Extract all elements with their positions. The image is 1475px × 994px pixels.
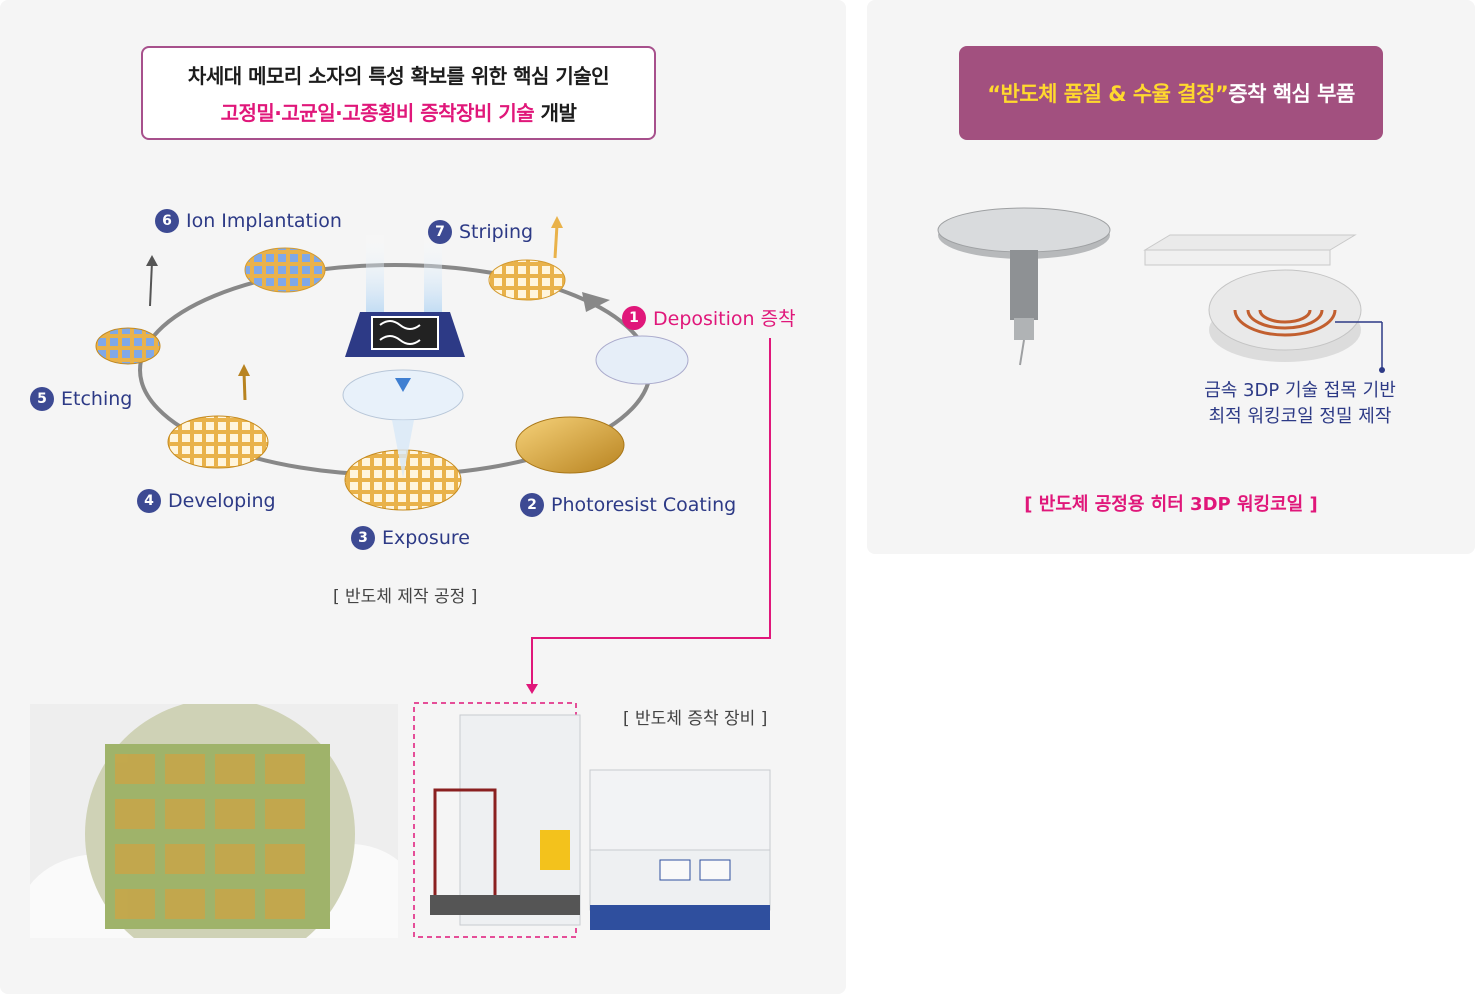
- step-label: Etching: [61, 388, 133, 410]
- step-label: Deposition 증착: [653, 308, 796, 330]
- coil-note-line2: 최적 워킹코일 정밀 제작: [1208, 406, 1392, 427]
- wafer-ion-implantation: [244, 247, 326, 293]
- step-label: Developing: [168, 490, 276, 512]
- process-caption: [ 반도체 제작 공정 ]: [333, 587, 478, 607]
- connector-arrow-icon: [526, 684, 538, 694]
- step-etching: 5 Etching: [30, 387, 132, 411]
- step-ion-implantation: 6 Ion Implantation: [155, 209, 342, 233]
- down-arrow-icon: [395, 378, 411, 392]
- deposition-equipment-photo: [410, 700, 790, 940]
- step-striping: 7 Striping: [428, 220, 533, 244]
- step-deposition: 1 Deposition 증착: [622, 304, 796, 331]
- callout-dot-icon: [1379, 367, 1385, 373]
- equipment-caption: [ 반도체 증착 장비 ]: [623, 709, 768, 729]
- step-number-badge: 6: [155, 209, 179, 233]
- headline-box: 차세대 메모리 소자의 특성 확보를 위한 핵심 기술인 고정밀·고균일·고종횡…: [141, 46, 656, 140]
- step-number-badge: 5: [30, 387, 54, 411]
- headline-line1: 차세대 메모리 소자의 특성 확보를 위한 핵심 기술인: [187, 64, 610, 88]
- component-title-banner: “반도체 품질 & 수율 결정”증착 핵심 부품: [959, 46, 1383, 140]
- step-number-badge: 1: [622, 305, 646, 330]
- wafer-deposition: [595, 335, 689, 385]
- coil-note: 금속 3DP 기술 접목 기반 최적 워킹코일 정밀 제작: [1190, 378, 1410, 430]
- connector-line: [531, 338, 771, 690]
- wafer-developing: [167, 415, 269, 469]
- wafer-etching: [95, 327, 161, 365]
- step-developing: 4 Developing: [137, 489, 276, 513]
- step-label: Exposure: [382, 527, 470, 549]
- wafer-photo: [30, 704, 398, 938]
- step-label: Striping: [459, 221, 534, 243]
- step-number-badge: 4: [137, 489, 161, 513]
- headline-highlight: 고정밀·고균일·고종횡비 증착장비 기술: [220, 101, 535, 125]
- step-number-badge: 7: [428, 220, 452, 244]
- headline-line2: 고정밀·고균일·고종횡비 증착장비 기술 개발: [221, 97, 577, 126]
- component-caption: [ 반도체 공정용 히터 3DP 워킹코일 ]: [1024, 494, 1318, 515]
- heater-illustration: [937, 207, 1385, 373]
- cycle-arrow-icon: [582, 292, 610, 312]
- step-label: Photoresist Coating: [551, 494, 737, 516]
- step-photoresist-coating: 2 Photoresist Coating: [520, 493, 736, 517]
- headline-rest: 개발: [534, 101, 577, 125]
- step-label: Ion Implantation: [186, 210, 342, 232]
- coil-note-line1: 금속 3DP 기술 접목 기반: [1204, 380, 1396, 401]
- step-number-badge: 3: [351, 526, 375, 550]
- wafer-photoresist: [515, 416, 625, 474]
- wafer-striping: [488, 259, 566, 301]
- component-title-highlight: “반도체 품질 & 수율 결정”: [987, 82, 1229, 106]
- component-title-rest: 증착 핵심 부품: [1228, 82, 1355, 106]
- process-illustration: [95, 216, 771, 694]
- step-exposure: 3 Exposure: [351, 526, 470, 550]
- step-number-badge: 2: [520, 493, 544, 517]
